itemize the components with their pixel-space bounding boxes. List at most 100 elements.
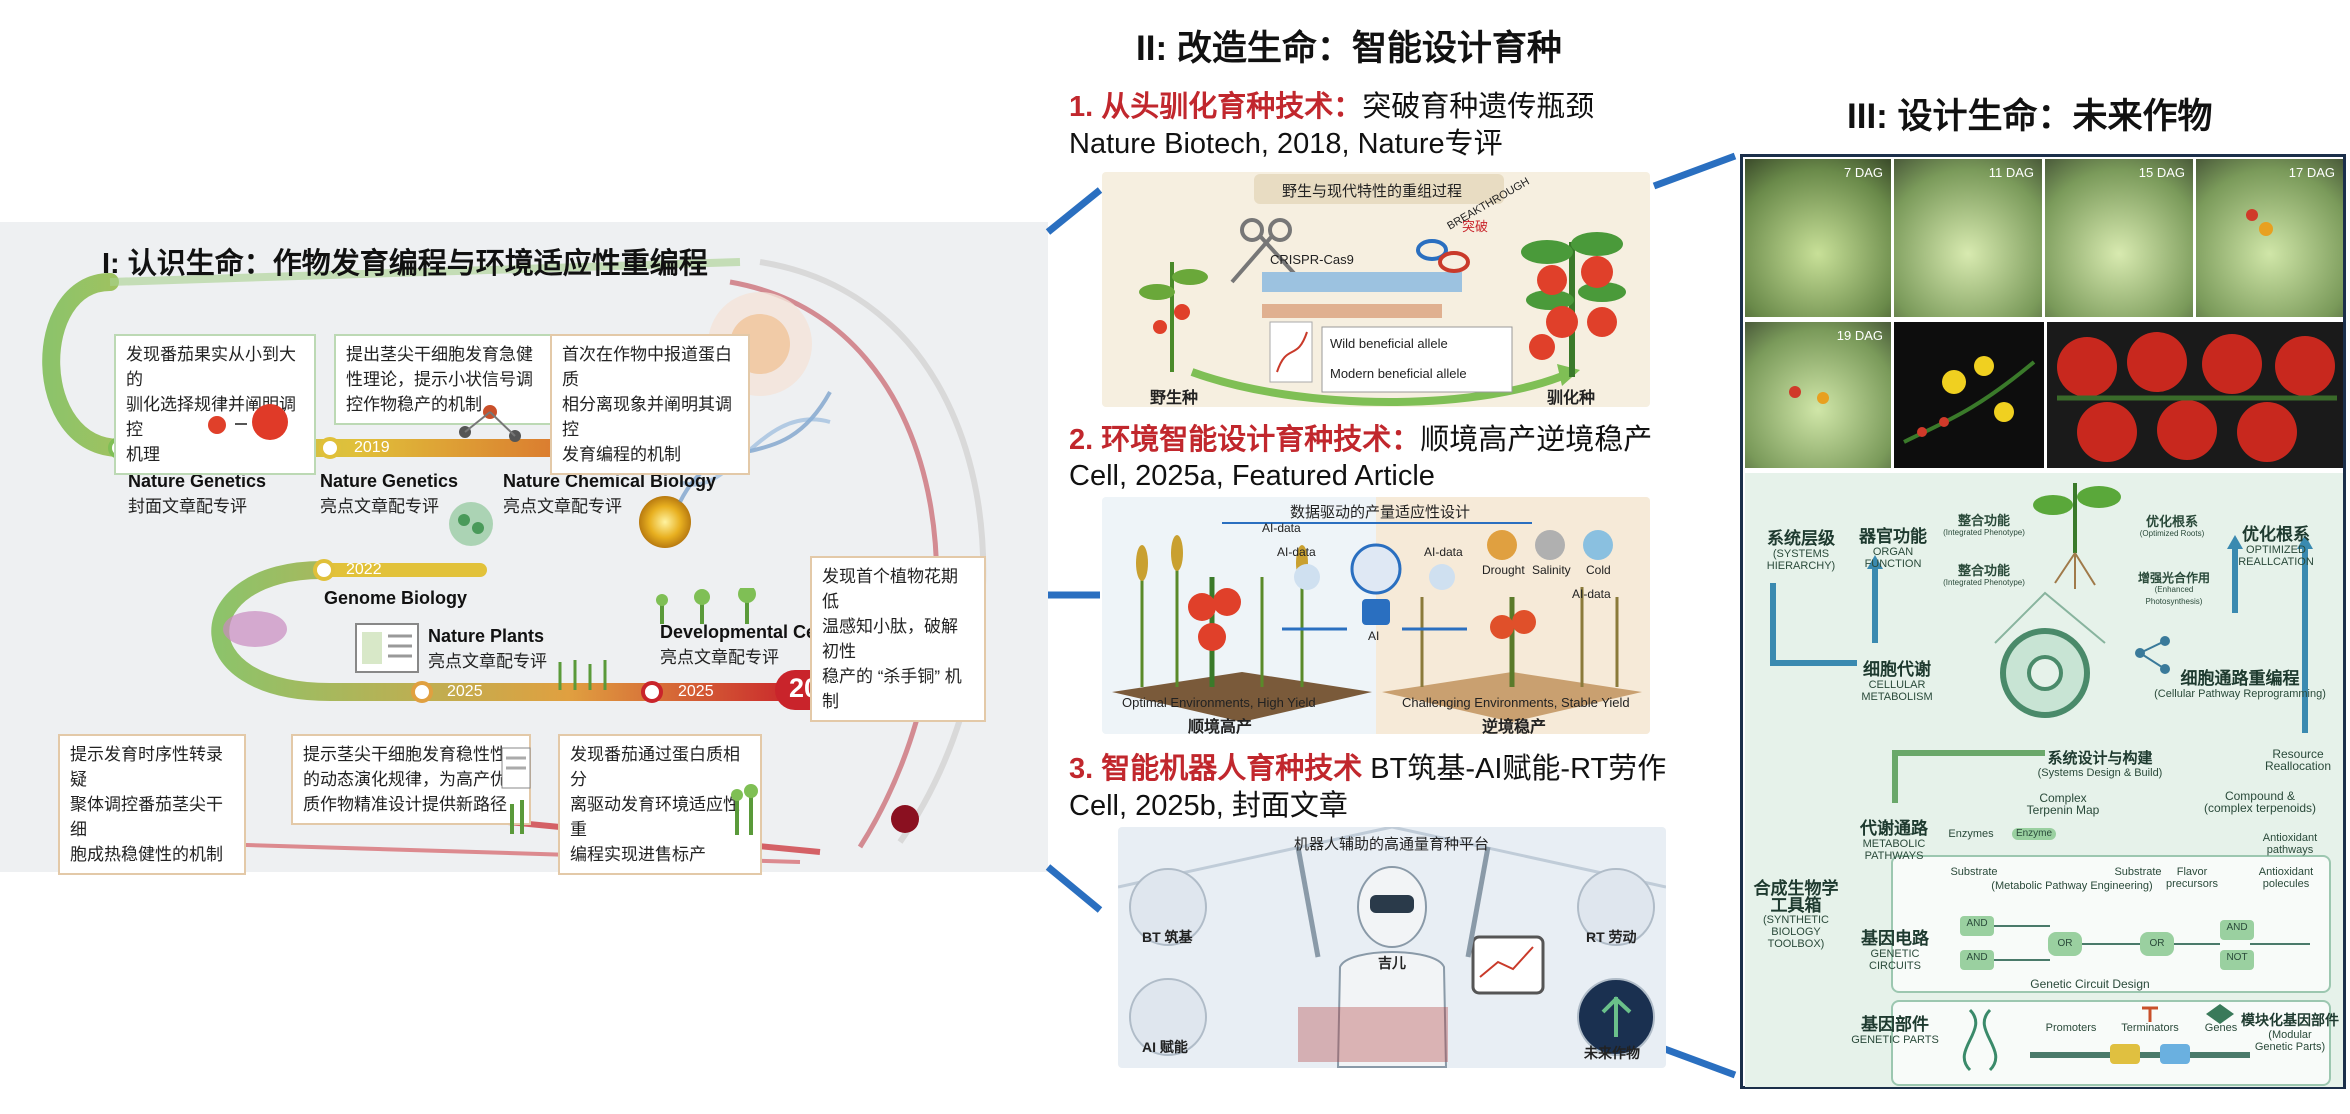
plant-growth-icon: [656, 588, 756, 624]
ai-label: AI: [1368, 629, 1380, 643]
robot-name-label: 吉儿: [1378, 955, 1406, 971]
tomato-size-icon: [208, 404, 288, 440]
terminators-label: Terminators: [2121, 1022, 2179, 1034]
section-1-title: I: 认识生命：作物发育编程与环境适应性重编程: [102, 248, 708, 280]
rt-label: RT 劳动: [1586, 929, 1637, 945]
circuit-design-label: Genetic Circuit Design: [2030, 977, 2150, 991]
section-2-title: II: 改造生命：智能设计育种: [1136, 29, 1562, 68]
year-dot-2019: [319, 437, 341, 459]
logic-gate-diagram: [1960, 916, 2310, 970]
panel-3-title: 机器人辅助的高通量育种平台: [1294, 836, 1490, 853]
bt-label: BT 筑基: [1142, 929, 1193, 945]
callout-2025b: 发现番茄通过蛋白质相分 离驱动发育环境适应性重 编程实现进售标产: [558, 734, 762, 875]
panel-1-title: 野生与现代特性的重组过程: [1282, 183, 1463, 200]
substrate-label-2: Substrate: [2114, 866, 2162, 878]
ai-data-label-4: AI-data: [1572, 587, 1611, 601]
genetic-parts-graphic: [1962, 1004, 2250, 1072]
section-3-title: III: 设计生命：未来作物: [1847, 97, 2213, 136]
optimal-env-cn-label: 顺境高产: [1188, 719, 1253, 734]
genome-blob-icon: [223, 611, 287, 647]
section-2-connectors: [1045, 187, 1103, 913]
systems-hierarchy-label: 系统层级(SYSTEMS HIERARCHY): [1766, 529, 1836, 572]
synbio-toolbox-label: 合成生物学 工具箱(SYNTHETIC BIOLOGY TOOLBOX): [1753, 879, 1839, 950]
nature-plants-icon: [355, 623, 419, 673]
gate-not: NOT: [2226, 952, 2248, 963]
year-label-2025a: 2025: [447, 683, 483, 700]
integrated-phenotype-label-1: 整合功能(Integrated Phenotype): [1943, 513, 2025, 537]
panel-3-graphic: [1118, 827, 1666, 1068]
year-dot-2022: [313, 559, 335, 581]
future-crop-label: 未来作物: [1584, 1045, 1640, 1061]
wild-allele-label: Wild beneficial allele: [1330, 336, 1448, 351]
panel-1-graphic: [1139, 174, 1626, 406]
year-label-2025b: 2025: [678, 683, 714, 700]
systems-design-label: 系统设计与构建(Systems Design & Build): [2037, 750, 2163, 779]
ai-empower-label: AI 赋能: [1142, 1039, 1188, 1055]
flower-branch-icon: [1903, 356, 2036, 444]
drought-label: Drought: [1482, 563, 1525, 577]
genetic-circuit-layer: [1891, 1000, 2331, 1086]
panel-de-novo-domestication: 野生与现代特性的重组过程 CRISPR-Cas9 BREAKTHROUGH 突破…: [1102, 172, 1650, 407]
promoters-label: Promoters: [2045, 1022, 2097, 1034]
photo-19dag: 19 DAG: [1745, 322, 1891, 468]
journal-2025b: Developmental Cell 亮点文章配专评: [660, 622, 827, 667]
callout-2025a: 提示茎尖干细胞发育稳性性 的动态演化规律，为高产优 质作物精准设计提供新路径: [291, 734, 531, 825]
tomato-truss-icon: [2057, 332, 2337, 462]
seedling-row-icon: [558, 660, 607, 690]
domesticated-species-label: 驯化种: [1547, 390, 1596, 407]
challenging-env-label: Challenging Environments, Stable Yield: [1402, 695, 1630, 710]
metabolic-engineering-label: (Metabolic Pathway Engineering): [1991, 880, 2153, 892]
journal-2025a: Nature Plants 亮点文章配专评: [428, 626, 547, 671]
ai-data-label-3: AI-data: [1424, 545, 1463, 559]
callout-2021: 首次在作物中报道蛋白质 相分离现象并阐明其调控 发育编程的机制: [550, 334, 750, 475]
antioxidant-pathways-label: Antioxidant pathways: [2262, 832, 2318, 856]
journal-2022: Genome Biology: [324, 588, 468, 608]
panel-2-title: 数据驱动的产量适应性设计: [1290, 504, 1471, 521]
meristem-marker-icon: [2246, 209, 2273, 236]
compound-label: Compound & (complex terpenoids): [2203, 789, 2317, 815]
item-2-citation: Cell, 2025a, Featured Article: [1069, 460, 1435, 492]
cell-cluster-icon: [449, 502, 493, 546]
section-1-panel: I: 认识生命：作物发育编程与环境适应性重编程 2015 2019 2021 2…: [0, 222, 1048, 875]
photo-flowers: [1894, 322, 2044, 468]
modern-allele-label: Modern beneficial allele: [1330, 366, 1467, 381]
callout-2015: 发现番茄果实从小到大的 驯化选择规律并阐明调控 机理: [114, 334, 316, 475]
ai-data-label-1: AI-data: [1262, 521, 1301, 535]
journal-2015: Nature Genetics 封面文章配专评: [128, 471, 267, 516]
gate-and-3: AND: [2226, 922, 2248, 933]
resource-reallocation-label: Resource Reallocation: [2264, 747, 2332, 773]
gate-and-1: AND: [1966, 918, 1988, 929]
wild-species-label: 野生种: [1150, 390, 1199, 407]
panel-environment-design: 数据驱动的产量适应性设计 AI-data AI-data AI-data AI-…: [1102, 497, 1650, 734]
photo-7dag: 7 DAG: [1745, 159, 1891, 317]
crispr-label: CRISPR-Cas9: [1270, 252, 1354, 267]
gate-or-2: OR: [2149, 938, 2165, 949]
year-label-2022: 2022: [346, 561, 382, 578]
gate-and-2: AND: [1966, 952, 1988, 963]
callout-2019: 提出茎尖干细胞发育急健 性理论，提示小状信号调 控作物稳产的机制: [334, 334, 556, 425]
cold-label: Cold: [1586, 563, 1611, 577]
flavor-precursors-label: Flavor precursors: [2166, 866, 2218, 890]
cellular-reprogramming-label: 细胞通路重编程(Cellular Pathway Reprogramming): [2154, 669, 2326, 700]
molecule-icon: [459, 405, 521, 442]
enzyme-chip: Enzyme: [2012, 828, 2056, 840]
journal-2019: Nature Genetics 亮点文章配专评: [320, 471, 459, 516]
salinity-label: Salinity: [1532, 563, 1571, 577]
ai-data-label-2: AI-data: [1277, 545, 1316, 559]
item-1-heading: 1. 从头驯化育种技术：突破育种遗传瓶颈: [1069, 91, 1595, 123]
year-dot-2025b: [641, 681, 663, 703]
optimized-roots-label: 优化根系(Optimized Roots): [2139, 514, 2205, 538]
gate-or-1: OR: [2057, 938, 2073, 949]
photo-tomato-truss: [2047, 322, 2343, 468]
year-label-2019: 2019: [354, 439, 390, 456]
challenging-env-cn-label: 逆境稳产: [1482, 719, 1547, 734]
journal-2021: Nature Chemical Biology 亮点文章配专评: [503, 471, 717, 516]
item-3-citation: Cell, 2025b, 封面文章: [1069, 790, 1348, 822]
panel-2-graphic: [1112, 497, 1650, 734]
